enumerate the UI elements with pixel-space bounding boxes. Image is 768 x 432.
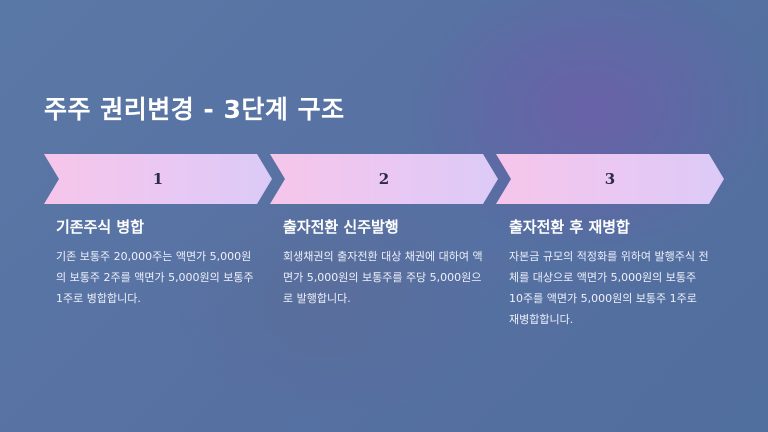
step-2-description: 회생채권의 출자전환 대상 채권에 대하여 액면가 5,000원의 보통주를 주… xyxy=(283,250,483,305)
step-3-title: 출자전환 후 재병합 xyxy=(509,218,630,236)
step-1-title: 기존주식 병합 xyxy=(56,218,145,236)
step-3-number: 3 xyxy=(604,170,616,188)
slide-title: 주주 권리변경 - 3단계 구조 xyxy=(44,95,345,124)
step-1-chevron: 1 xyxy=(44,154,272,204)
step-3-description: 자본금 규모의 적정화를 위하여 발행주식 전체를 대상으로 액면가 5,000… xyxy=(509,250,709,326)
step-2-number: 2 xyxy=(378,170,390,188)
step-2-chevron: 2 xyxy=(270,154,498,204)
step-3-chevron: 3 xyxy=(496,154,724,204)
step-1-number: 1 xyxy=(152,170,164,188)
step-2-title: 출자전환 신주발행 xyxy=(283,218,399,236)
step-1-description: 기존 보통주 20,000주는 액면가 5,000원의 보통주 2주를 액면가 … xyxy=(56,250,254,305)
